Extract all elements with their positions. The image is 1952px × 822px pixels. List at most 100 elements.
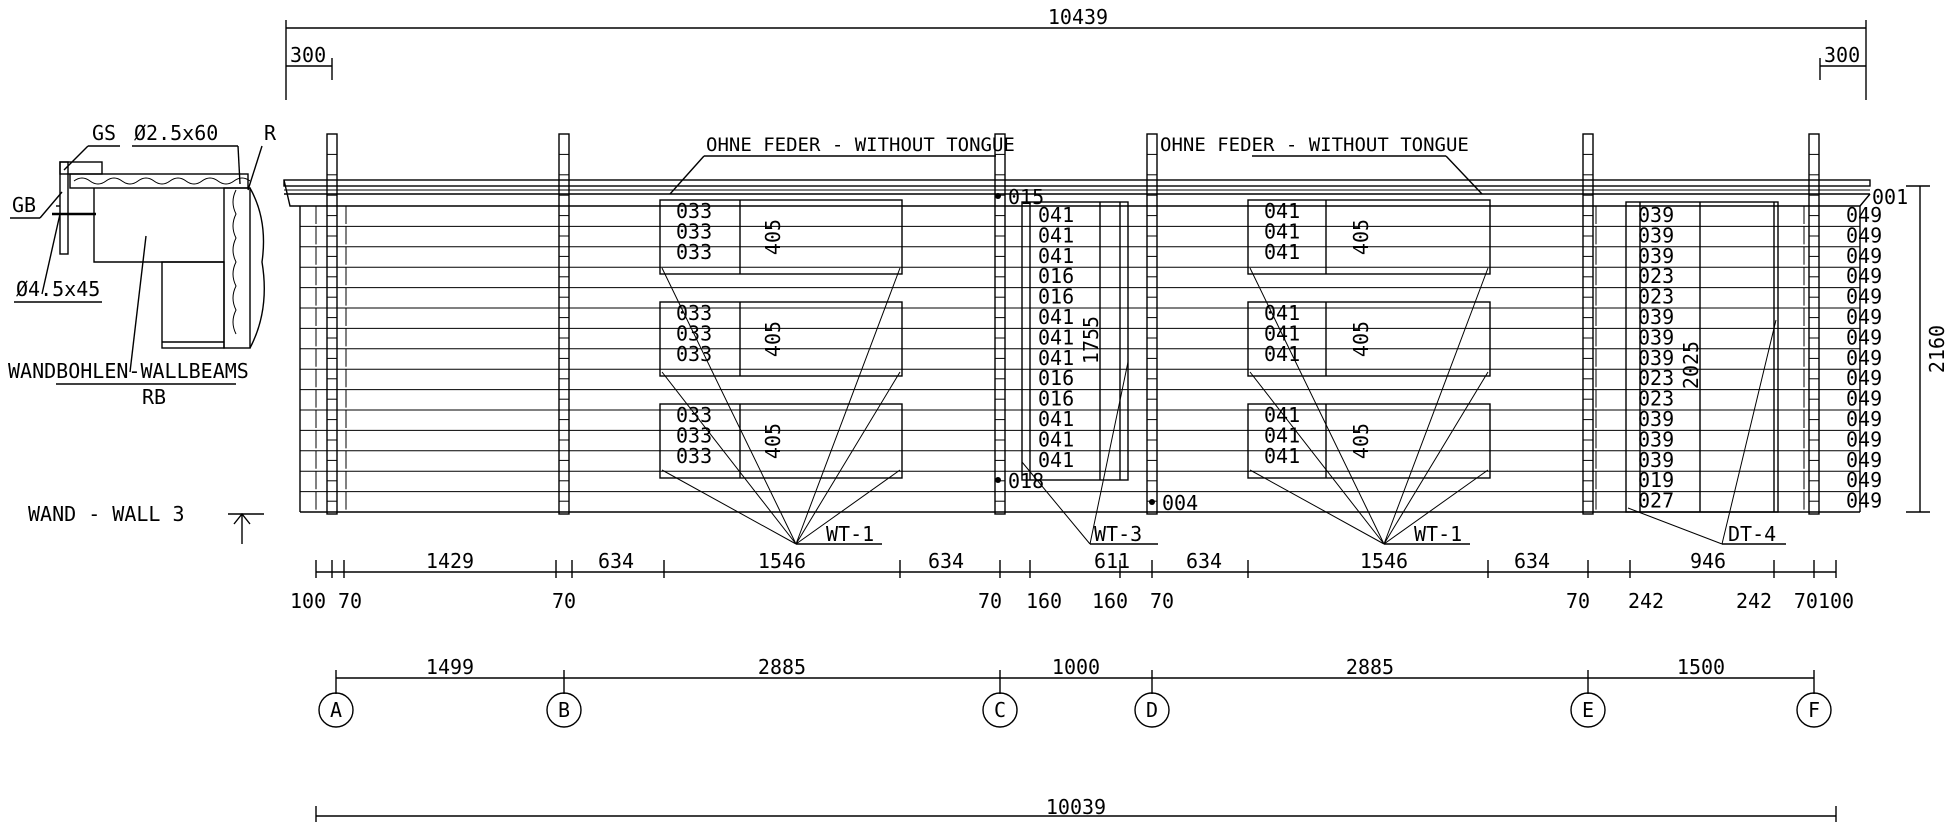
opening-wt1-a: WT-1 [826,522,874,546]
door-height-1755: 1755 [1079,316,1103,364]
grid-axis-label: F [1808,698,1820,722]
beam-label-col2: 041 [1038,223,1074,247]
window-height-5: 405 [1349,321,1373,357]
part-label-015: 015 [1008,185,1044,209]
opening-leaders: WT-1 WT-1 WT-3 DT-4 [661,267,1786,546]
beam-label-col5: 049 [1846,223,1882,247]
beam-cross-section: GS Ø2.5x60 R GB Ø4.5x45 WANDBOHLEN-WALLB… [8,121,277,409]
corner-posts [315,133,1820,515]
label-nail: Ø2.5x60 [134,121,218,145]
opening-wt3: WT-3 [1094,522,1142,546]
label-wallbeams: WANDBOHLEN-WALLBEAMS [8,359,249,383]
end-dim-right: 300 [1824,43,1860,67]
beam-label-col5: 049 [1846,264,1882,288]
grid-axis-bubble [318,692,354,728]
dim-row2-value: 70 [1150,589,1174,613]
beam-label-col5: 049 [1846,346,1882,370]
beam-label-col2: 041 [1038,203,1074,227]
beam-label-col4: 027 [1638,489,1674,513]
beam-label-col5: 049 [1846,448,1882,472]
grid-dim-value: 1500 [1677,655,1725,679]
beam-label-col2: 016 [1038,387,1074,411]
corner-post-5 [1582,133,1594,515]
corner-post-3 [994,133,1006,515]
beam-label-col3: 041 [1264,219,1300,243]
window-height-6: 405 [1349,423,1373,459]
beam-label-col4: 039 [1638,346,1674,370]
label-gb: GB [12,193,36,217]
beam-label-col5: 049 [1846,244,1882,268]
beam-label-col4: 023 [1638,387,1674,411]
label-screw: Ø4.5x45 [16,277,100,301]
window-height-2: 405 [761,321,785,357]
beam-label-col1: 033 [676,403,712,427]
beam-label-col2: 041 [1038,305,1074,329]
dim-row2-value: 70 [1566,589,1590,613]
beam-label-col1: 033 [676,423,712,447]
beam-label-col5: 049 [1846,285,1882,309]
wall-beam-courses [299,205,1861,513]
beam-label-col2: 016 [1038,366,1074,390]
corner-post-2 [558,133,570,515]
corner-post-4 [1146,133,1158,515]
label-rb: RB [142,385,166,409]
beam-label-col4: 039 [1638,448,1674,472]
beam-label-col2: 016 [1038,285,1074,309]
beam-label-col2: 041 [1038,427,1074,451]
grid-axis-bubble [546,692,582,728]
opening-wt1-b: WT-1 [1414,522,1462,546]
grid-axis-label: D [1146,698,1158,722]
beam-label-col1: 033 [676,444,712,468]
wall-title: WAND - WALL 3 [28,502,264,544]
part-label-018: 018 [1008,469,1044,493]
grid-axis-label: C [994,698,1006,722]
beam-label-col4: 039 [1638,325,1674,349]
beam-label-col4: 023 [1638,264,1674,288]
beam-label-col5: 049 [1846,387,1882,411]
grid-dim-value: 1000 [1052,655,1100,679]
overall-bottom-dimension: 10039 [315,795,1837,822]
label-r: R [264,121,277,145]
beam-label-col4: 039 [1638,244,1674,268]
dim-row1-value: 611 [1094,549,1130,573]
dim-row1-value: 1429 [426,549,474,573]
part-label-004: 004 [1162,491,1198,515]
beam-label-col4: 039 [1638,407,1674,431]
beam-label-col2: 041 [1038,407,1074,431]
beam-label-col5: 049 [1846,305,1882,329]
dim-row1-value: 634 [928,549,964,573]
openings [659,199,1779,513]
note-without-tongue-1: OHNE FEDER - WITHOUT TONGUE [706,134,1015,156]
beam-label-col4: 039 [1638,427,1674,451]
end-dim-left: 300 [290,43,326,67]
beam-label-col3: 041 [1264,342,1300,366]
wall-height-2160: 2160 [1925,325,1949,373]
beam-label-col5: 049 [1846,325,1882,349]
beam-label-col1: 033 [676,199,712,223]
grid-axis-bubble [1796,692,1832,728]
beam-label-col2: 041 [1038,448,1074,472]
notes: OHNE FEDER - WITHOUT TONGUE OHNE FEDER -… [669,134,1483,195]
beam-label-col4: 039 [1638,203,1674,227]
grid-dim-value: 2885 [758,655,806,679]
beam-label-col2: 041 [1038,325,1074,349]
grid-axis-label: B [558,698,570,722]
dim-row2-value: 100 [290,589,326,613]
beam-label-col1: 033 [676,342,712,366]
overall-top-value: 10439 [1048,5,1108,29]
beam-part-labels: 0330330330330330330330330330410410410160… [676,199,1882,513]
grid-axis-label: A [330,698,342,722]
dim-row2-value: 160 [1026,589,1062,613]
beam-label-col3: 041 [1264,403,1300,427]
note-without-tongue-2: OHNE FEDER - WITHOUT TONGUE [1160,134,1469,156]
overall-bottom-value: 10039 [1046,795,1106,819]
dim-row1-value: 1546 [758,549,806,573]
window-height-4: 405 [1349,219,1373,255]
dim-row1-value: 1546 [1360,549,1408,573]
part-label-001: 001 [1872,185,1908,209]
beam-label-col2: 041 [1038,346,1074,370]
corner-post-6 [1808,133,1820,515]
dim-row2-value: 70 [978,589,1002,613]
dim-row1-value: 634 [598,549,634,573]
